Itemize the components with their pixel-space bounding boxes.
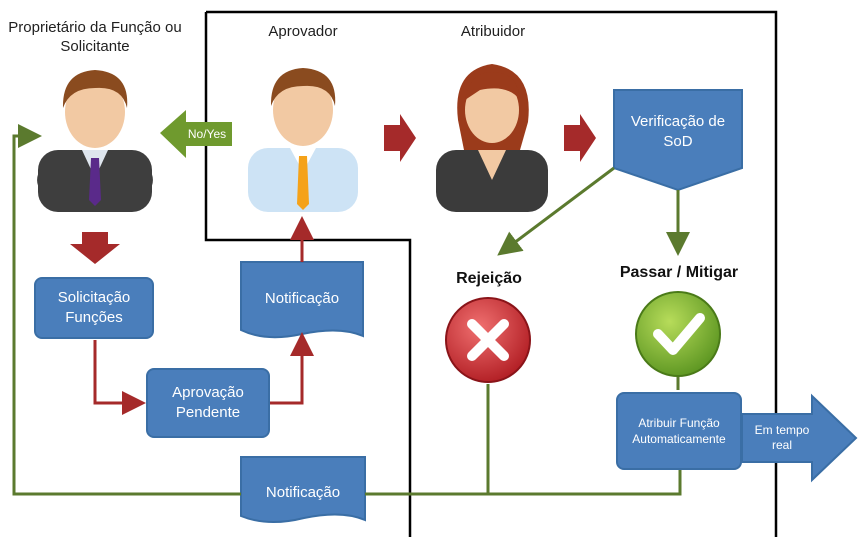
owner-label: Proprietário da Função ou Solicitante: [8, 19, 182, 55]
red-connectors: [93, 216, 314, 415]
approver-label: Aprovador: [268, 23, 338, 40]
no-yes-arrow: [160, 110, 232, 158]
owner-avatar: [37, 70, 153, 212]
red-block-arrows: [70, 114, 596, 264]
approver-avatar: [248, 68, 358, 212]
green-connectors: [12, 124, 690, 496]
assigner-label: Atribuidor: [460, 23, 526, 40]
notification-bottom-label: Notificação: [265, 484, 341, 501]
pass-mitigate-label: Passar / Mitigar: [619, 264, 739, 281]
pending-box: Aprovação Pendente: [146, 368, 270, 438]
no-yes-label: No/Yes: [187, 127, 227, 141]
auto-assign-box: Atribuir Função Automaticamente: [616, 392, 742, 470]
assigner-avatar: [436, 64, 548, 212]
realtime-label: Em tempo real: [754, 423, 810, 452]
pass-icon: [635, 291, 721, 377]
sod-check-shape: [613, 89, 743, 192]
rejection-icon: [445, 297, 531, 383]
notification-bottom-shape: [240, 456, 366, 524]
request-box: Solicitação Funções: [34, 277, 154, 339]
rejection-label: Rejeição: [456, 270, 522, 287]
notification-top-label: Notificação: [264, 290, 340, 307]
sod-check-label: Verificação de SoD: [630, 113, 726, 150]
realtime-arrow: [741, 393, 858, 483]
